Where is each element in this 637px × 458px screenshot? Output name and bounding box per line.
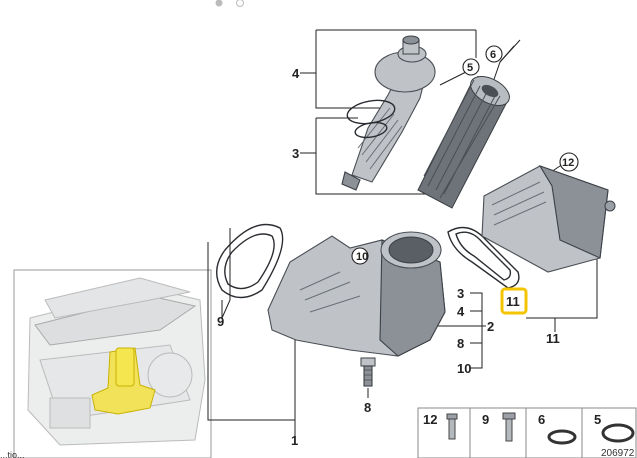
diagram-id: 206972 bbox=[601, 448, 635, 458]
callout-3[interactable]: 3 bbox=[292, 146, 299, 161]
callout-4[interactable]: 4 bbox=[292, 66, 300, 81]
callout-9: 10 bbox=[356, 251, 368, 263]
o-ring-small-icon bbox=[547, 429, 577, 445]
o-ring-small bbox=[354, 121, 388, 139]
bolt-icon bbox=[502, 412, 516, 442]
callout-7-bottom[interactable]: 8 bbox=[364, 400, 371, 415]
o-ring-large-icon bbox=[601, 423, 635, 443]
filter-cover bbox=[341, 35, 436, 191]
legend-label-5: 5 bbox=[594, 412, 601, 427]
callout-10[interactable]: 11 bbox=[546, 331, 560, 346]
callout-8-right[interactable]: 10 bbox=[457, 361, 471, 376]
oil-filter-housing bbox=[267, 231, 446, 357]
callout-1[interactable]: 1 bbox=[291, 433, 298, 448]
gasket-8 bbox=[216, 223, 284, 299]
legend-label-9: 9 bbox=[482, 412, 489, 427]
callout-5-circle[interactable]: 5 bbox=[462, 58, 480, 76]
callout-12: 12 bbox=[562, 157, 574, 169]
callout-12-circle[interactable]: 12 bbox=[559, 152, 579, 172]
oil-filter-element bbox=[417, 76, 510, 209]
callout-5: 5 bbox=[467, 62, 473, 74]
carousel-dot[interactable] bbox=[236, 0, 244, 7]
callout-7-right[interactable]: 8 bbox=[457, 336, 464, 351]
drain-plug bbox=[360, 357, 376, 387]
legend-item-9[interactable]: 9 bbox=[482, 412, 516, 442]
oil-cooler bbox=[481, 164, 616, 273]
legend-label-12: 12 bbox=[423, 412, 437, 427]
legend-item-12[interactable]: 12 bbox=[423, 412, 458, 440]
parts-legend: 12 9 6 5 bbox=[417, 407, 637, 458]
callout-11: 11 bbox=[506, 294, 520, 309]
callout-4-right[interactable]: 4 bbox=[457, 304, 465, 319]
callout-6-circle[interactable]: 6 bbox=[485, 45, 503, 63]
callout-3-right[interactable]: 3 bbox=[457, 286, 464, 301]
gasket-11 bbox=[447, 226, 520, 289]
legend-item-6[interactable]: 6 bbox=[538, 412, 577, 445]
callout-8-left[interactable]: 9 bbox=[217, 314, 224, 329]
legend-label-6: 6 bbox=[538, 412, 545, 427]
callout-2[interactable]: 2 bbox=[487, 319, 494, 334]
callout-11-highlight[interactable]: 11 bbox=[500, 287, 528, 315]
thumbnail-caption: ...tio... bbox=[0, 450, 25, 458]
engine-thumbnail: ...tio... bbox=[0, 269, 212, 458]
legend-item-5[interactable]: 5 bbox=[594, 412, 635, 443]
oil-filter-highlight bbox=[91, 347, 156, 415]
callout-9-circle[interactable]: 10 bbox=[351, 247, 369, 265]
callout-6: 6 bbox=[490, 49, 496, 61]
carousel-dot-active[interactable] bbox=[215, 0, 223, 7]
bolt-icon bbox=[446, 413, 458, 440]
